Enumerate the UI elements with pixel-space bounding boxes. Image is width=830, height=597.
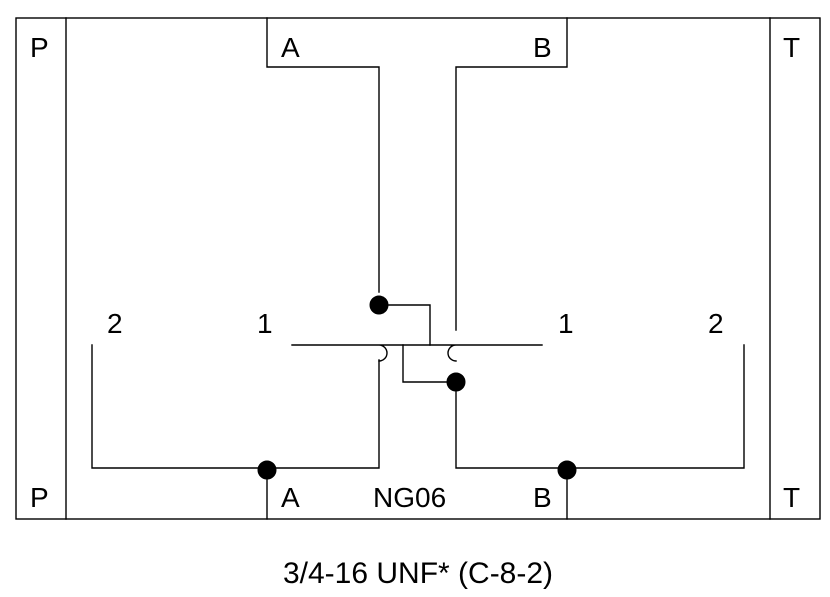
pilot-line-b: [402, 344, 457, 383]
port-label-a-top: A: [281, 32, 300, 63]
thread-caption: 3/4-16 UNF* (C-8-2): [283, 557, 553, 590]
top-b-port-outline: [455, 17, 568, 331]
junction-dot-b-bottom: [557, 460, 577, 480]
right-cavity-outline: [455, 344, 745, 469]
center-crossover-line: [291, 344, 543, 362]
cavity-port-right-outer: 2: [708, 308, 724, 339]
port-label-a-bottom: A: [281, 482, 300, 513]
left-cavity-outline: [91, 344, 380, 469]
block-outline: [15, 17, 821, 520]
junction-dot-b-center: [446, 372, 466, 392]
model-label: NG06: [373, 482, 446, 513]
cavity-port-left-outer: 2: [107, 308, 123, 339]
port-label-b-bottom: B: [533, 482, 552, 513]
pilot-line-a: [378, 304, 431, 346]
port-label-t-bottom: T: [783, 482, 800, 513]
top-a-port-outline: [266, 17, 380, 293]
port-label-t-top: T: [783, 32, 800, 63]
junction-dot-a-bottom: [257, 460, 277, 480]
port-label-p-bottom: P: [30, 482, 49, 513]
cavity-port-left-inner: 1: [257, 308, 273, 339]
cavity-port-right-inner: 1: [558, 308, 574, 339]
port-label-b-top: B: [533, 32, 552, 63]
port-label-p-top: P: [30, 32, 49, 63]
junction-dot-a-top: [369, 295, 389, 315]
